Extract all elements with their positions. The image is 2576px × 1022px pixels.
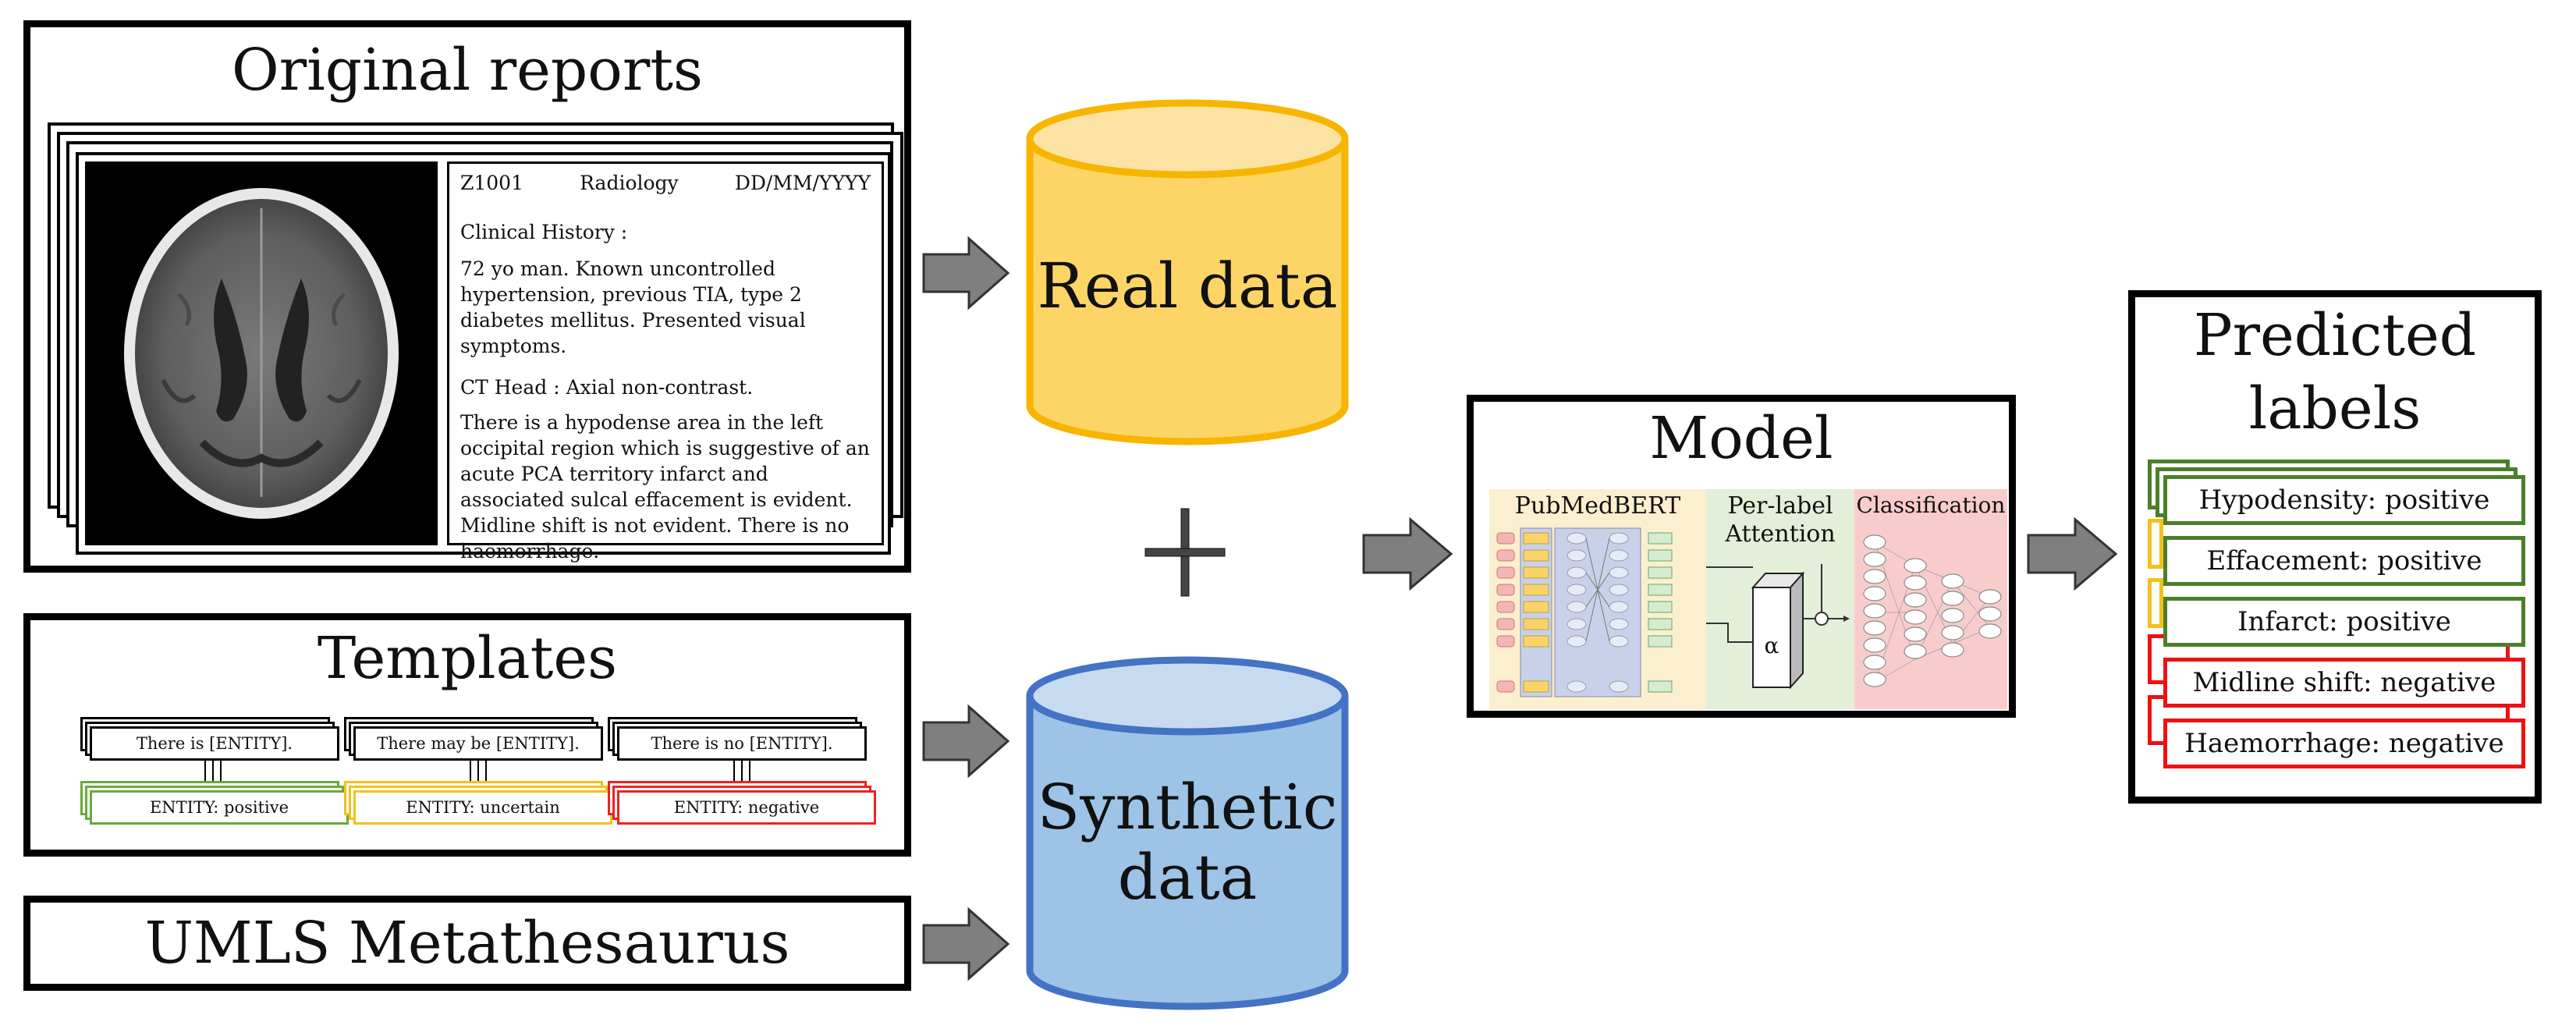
model-panel: Model PubMedBERT [1467,395,2016,718]
umls-panel: UMLS Metathesaurus [23,896,911,991]
ct-heading: CT Head : Axial non-contrast. [460,376,754,399]
transformer-diagram [1496,527,1673,697]
template-label-negative: ENTITY: negative [617,790,876,825]
attention-diagram [1706,564,1850,690]
arrow-right-icon [922,704,1010,779]
predicted-label-hypodensity: Hypodensity: positive [2163,475,2525,525]
database-cylinder-icon [1026,656,1349,1010]
predicted-label-effacement: Effacement: positive [2163,536,2525,586]
original-reports-panel: Original reports [23,20,911,573]
report-sheet-front: Z1001 Radiology DD/MM/YYYY Clinical Hist… [76,152,891,562]
templates-panel: Templates There is [ENTITY]. ENTITY: pos… [23,613,911,857]
plus-icon [1144,508,1226,597]
umls-title: UMLS Metathesaurus [144,910,790,977]
synthetic-data-label-line1: Synthetic [1037,771,1338,843]
real-data-label: Real data [1037,250,1338,322]
pubmedbert-label: PubMedBERT [1514,492,1681,520]
attention-label-line1: Per-label [1727,492,1833,520]
neural-network-icon [1863,534,2002,687]
plus-sign [1142,504,1228,601]
attention-label-line2: Attention [1725,520,1836,548]
predicted-label-haemorrhage: Haemorrhage: negative [2163,719,2525,768]
ct-scan-image [85,161,438,545]
report-department: Radiology [580,172,679,194]
arrow-right-icon [1362,516,1453,591]
report-id: Z1001 [460,172,523,194]
predicted-label-infarct: Infarct: positive [2163,597,2525,647]
template-sentence-positive: There is [ENTITY]. [90,726,339,761]
label-box-back [2148,578,2163,628]
attention-section: Per-label Attention α [1706,489,1854,709]
template-sentence-uncertain: There may be [ENTITY]. [353,726,603,761]
clinical-history-text: 72 yo man. Known uncontrolled hypertensi… [460,257,806,357]
report-date: DD/MM/YYYY [734,172,871,194]
templates-title: Templates [317,625,618,692]
real-data-database: Real data [1024,97,1351,448]
classification-label: Classification [1856,492,2006,518]
arrow-right-icon [2027,516,2118,591]
model-title: Model [1649,405,1833,472]
database-cylinder-icon [1026,99,1349,445]
classification-section: Classification [1854,489,2007,709]
arrow-right-icon [922,907,1010,981]
clinical-history-heading: Clinical History : [460,221,628,243]
template-label-positive: ENTITY: positive [90,790,349,825]
findings-text: There is a hypodense area in the left oc… [460,411,870,562]
synthetic-data-database: Synthetic data [1024,654,1351,1013]
alpha-symbol: α [1764,633,1779,658]
template-label-uncertain: ENTITY: uncertain [353,790,612,825]
report-header-row: Z1001 Radiology DD/MM/YYYY [460,170,871,196]
predicted-labels-panel: Predicted labels Hypodensity: positive E… [2128,290,2542,804]
label-box-back [2148,519,2163,569]
predicted-labels-title-line2: labels [2248,375,2422,442]
predicted-label-midline-shift: Midline shift: negative [2163,658,2525,708]
pubmedbert-section: PubMedBERT [1489,489,1706,709]
brain-ct-graphic [124,188,399,519]
template-sentence-negative: There is no [ENTITY]. [617,726,867,761]
predicted-labels-title-line1: Predicted [2193,302,2477,369]
arrow-right-icon [922,236,1010,311]
report-text-area: Z1001 Radiology DD/MM/YYYY Clinical Hist… [447,161,884,562]
synthetic-data-label-line2: data [1117,841,1258,914]
original-reports-title: Original reports [232,37,703,104]
